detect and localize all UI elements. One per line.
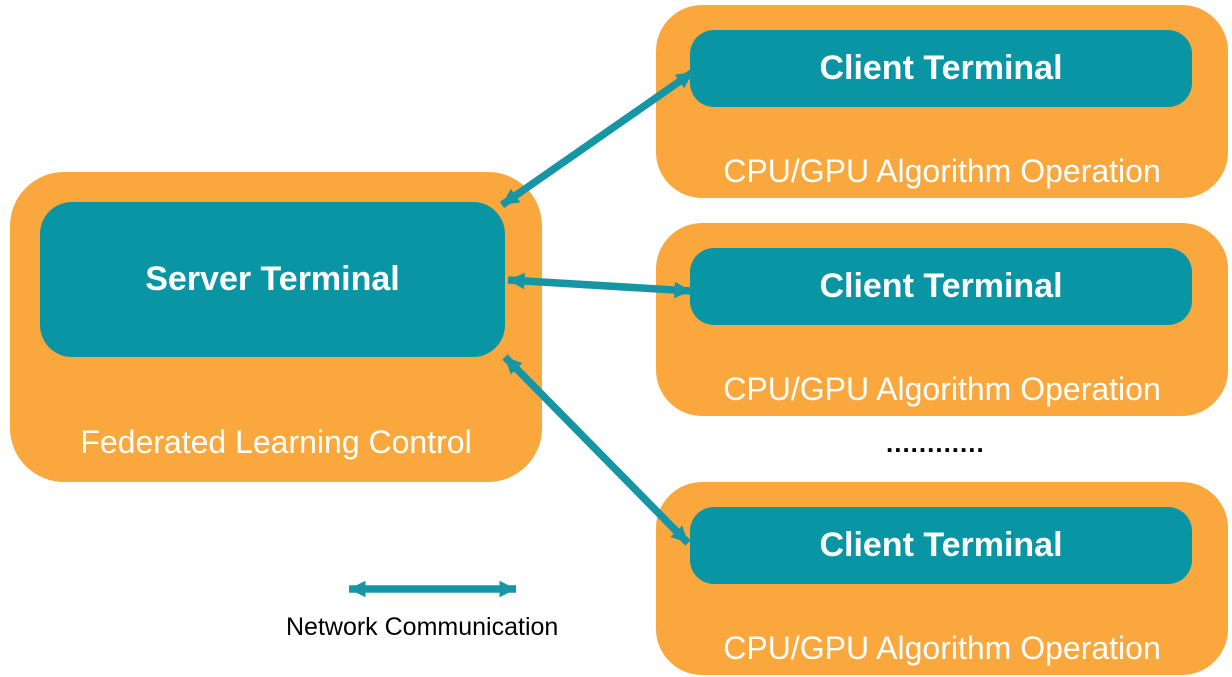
client-card-1: Client Terminal CPU/GPU Algorithm Operat…: [656, 5, 1228, 198]
server-card-label: Federated Learning Control: [80, 424, 472, 460]
client-terminal-box-1: Client Terminal: [690, 30, 1192, 107]
client-card-2: Client Terminal CPU/GPU Algorithm Operat…: [656, 223, 1228, 416]
client-terminal-box-2: Client Terminal: [690, 248, 1192, 325]
client-card-label-2: CPU/GPU Algorithm Operation: [723, 371, 1161, 407]
server-terminal-title: Server Terminal: [145, 260, 400, 298]
client-terminal-title-3: Client Terminal: [819, 526, 1063, 564]
client-card-label-3: CPU/GPU Algorithm Operation: [723, 630, 1161, 666]
server-card: Server Terminal Federated Learning Contr…: [10, 172, 542, 482]
client-terminal-title-2: Client Terminal: [819, 267, 1063, 305]
client-terminal-box-3: Client Terminal: [690, 507, 1192, 584]
client-terminal-title-1: Client Terminal: [819, 49, 1063, 87]
client-card-3: Client Terminal CPU/GPU Algorithm Operat…: [656, 482, 1228, 675]
client-card-label-1: CPU/GPU Algorithm Operation: [723, 153, 1161, 189]
server-terminal-box: Server Terminal: [40, 202, 505, 357]
more-clients-ellipsis: ............: [886, 428, 985, 458]
legend-label: Network Communication: [286, 613, 559, 641]
